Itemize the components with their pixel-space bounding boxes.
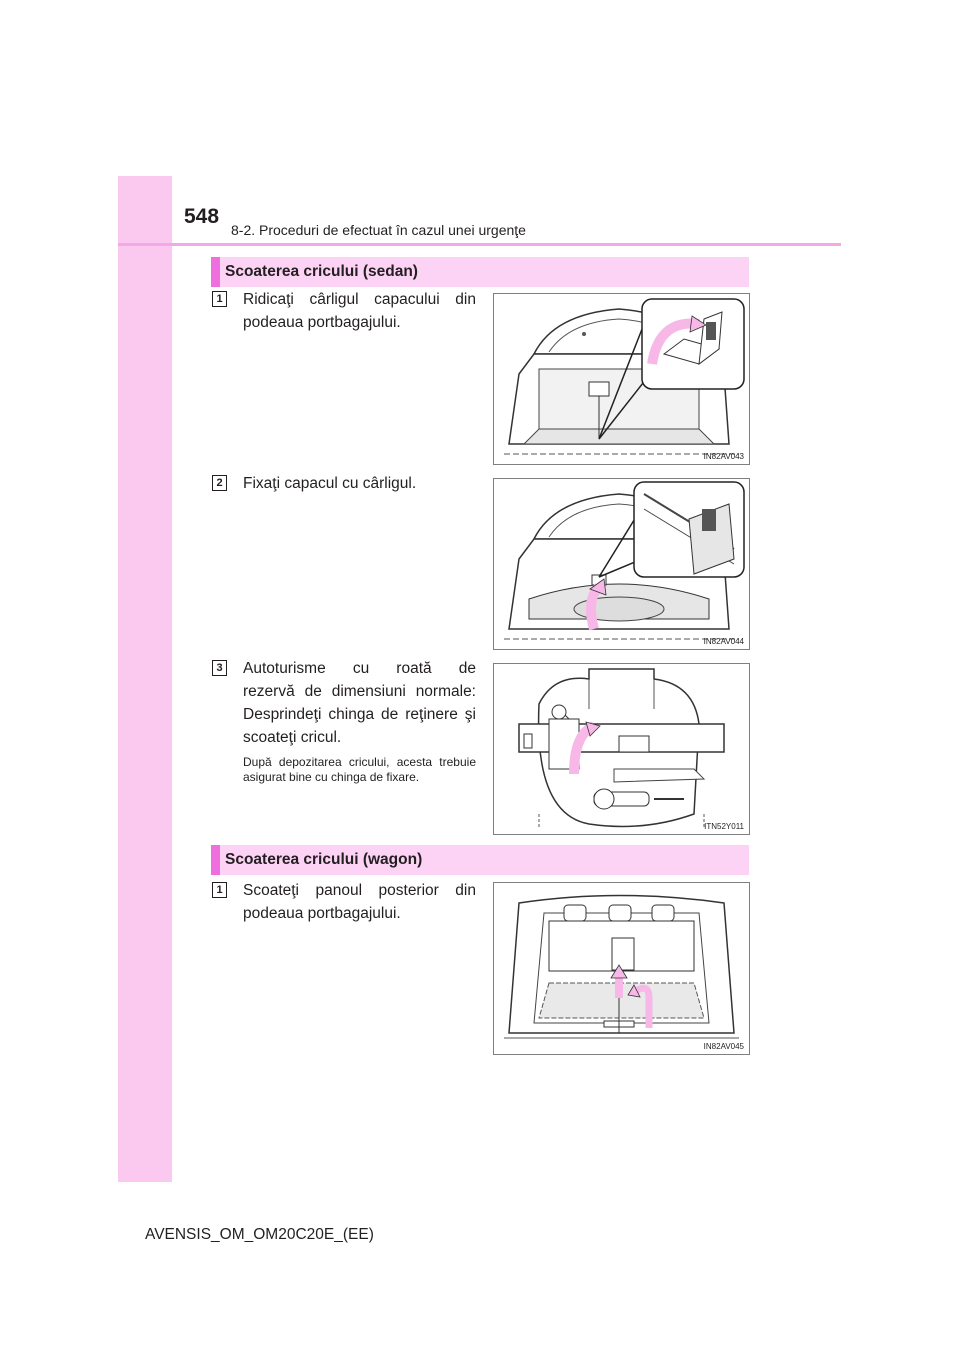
header-divider (118, 243, 841, 246)
section-title: Scoaterea cricului (sedan) (225, 263, 418, 280)
section-header-sedan: Scoaterea cricului (sedan) (211, 257, 749, 287)
figure-code: IN82AV045 (703, 1042, 744, 1051)
chapter-side-tab (118, 176, 172, 1182)
step-number-badge: 3 (212, 660, 227, 676)
step-instruction: Autoturisme cu roată de rezervă de dimen… (243, 657, 476, 749)
page-number: 548 (184, 205, 220, 228)
step-instruction: Fixaţi capacul cu cârligul. (243, 475, 417, 492)
figure-code: ITN52Y011 (704, 822, 744, 831)
step-instruction: Ridicaţi cârligul capacului din podeaua … (243, 291, 476, 331)
step-instruction-rest: rezervă de dimensiuni normale: Desprinde… (243, 683, 476, 746)
chapter-title: 8-2. Proceduri de efectuat în cazul unei… (231, 222, 526, 238)
figure-code: IN82AV044 (703, 637, 744, 646)
illustration-wagon-rear-panel: IN82AV045 (493, 882, 750, 1055)
step-number-badge: 1 (212, 882, 227, 898)
section-title: Scoaterea cricului (wagon) (225, 851, 423, 868)
section-header-wagon: Scoaterea cricului (wagon) (211, 845, 749, 875)
document-id: AVENSIS_OM_OM20C20E_(EE) (145, 1226, 374, 1243)
step-note: După depozitarea cricului, acesta trebui… (243, 755, 476, 784)
step-instruction-line: Autoturisme cu roată de (243, 660, 476, 677)
step-number-badge: 2 (212, 475, 227, 491)
section-accent-bar (211, 257, 220, 287)
step-number-badge: 1 (212, 291, 227, 307)
figure-code: IN82AV043 (703, 452, 744, 461)
illustration-jack-strap: ITN52Y011 (493, 663, 750, 835)
illustration-cover-fixed-with-hook: IN82AV044 (493, 478, 750, 650)
step-instruction: Scoateţi panoul posterior din podeaua po… (243, 882, 476, 922)
section-accent-bar (211, 845, 220, 875)
illustration-trunk-cover-hook: IN82AV043 (493, 293, 750, 465)
